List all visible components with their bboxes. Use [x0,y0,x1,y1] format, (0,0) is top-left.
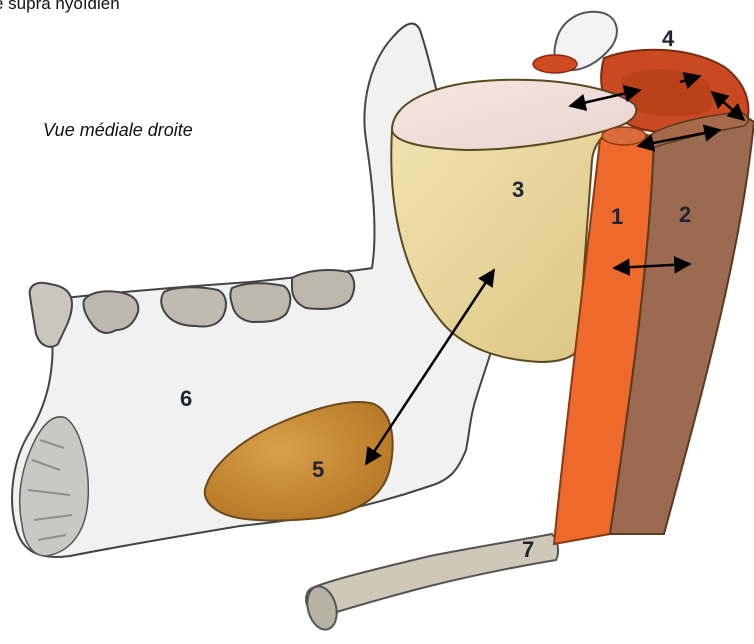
figure-subtitle: Vue médiale droite [43,120,193,141]
figure-title: e supra hyoïdien [0,0,120,14]
muscle-1-top [602,127,646,145]
tooth [292,270,354,309]
tooth [231,283,291,322]
label-4: 4 [662,26,675,51]
bone-7 [306,534,558,615]
label-7: 7 [522,537,534,562]
label-6: 6 [180,386,192,411]
label-1: 1 [611,204,623,229]
label-5: 5 [312,457,324,482]
label-3: 3 [512,177,524,202]
label-2: 2 [679,202,691,227]
small-red-knob [533,55,577,73]
